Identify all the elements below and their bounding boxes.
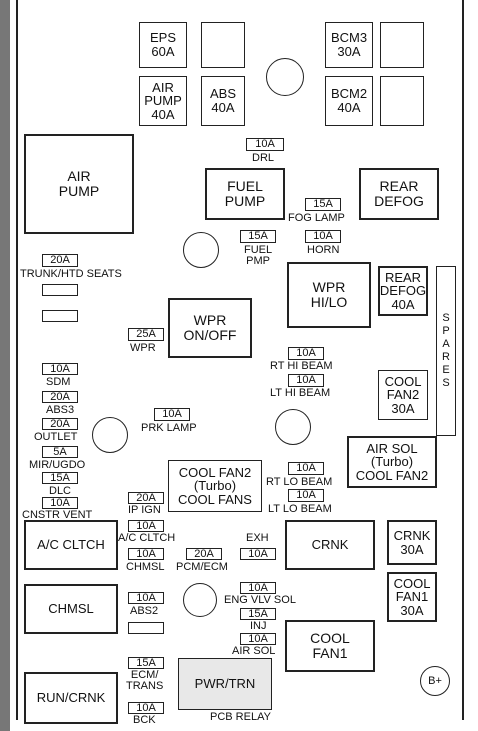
blank-fuse [128,622,164,634]
abs3-label: ABS3 [46,404,75,416]
pcb-relay-label: PCB RELAY [210,711,271,723]
air-sol-label: AIR SOL [232,645,276,657]
inj-label: INJ [250,620,267,632]
abs3-fuse: 20A [42,391,78,403]
air-sol-turbo-relay: AIR SOL (Turbo) COOL FAN2 [347,436,437,488]
blank-slot [201,22,245,68]
mir-ugdo-fuse: 5A [42,446,78,458]
exh-fuse: 10A [240,548,276,560]
chmsl-relay: CHMSL [24,584,118,634]
dlc-fuse: 15A [42,472,78,484]
abs2-fuse: 10A [128,592,164,604]
hole [183,583,217,617]
dlc-label: DLC [49,485,72,497]
chmsl-label: CHMSL [126,561,165,573]
cool-fan2-turbo-relay: COOL FAN2 (Turbo) COOL FANS [168,460,262,512]
pcm-ecm-fuse: 20A [186,548,222,560]
outlet-label: OUTLET [34,431,78,443]
hole [275,409,311,445]
blank-fuse [42,284,78,296]
wpr-hilo-relay: WPR HI/LO [287,262,371,328]
blank-slot [380,22,424,68]
air-pump-relay: AIR PUMP [24,134,134,234]
drl-label: DRL [252,152,275,164]
cool-fan2-fuse: COOL FAN2 30A [378,370,428,420]
horn-fuse: 10A [305,230,341,243]
fog-lamp-fuse: 15A [305,198,341,211]
outlet-fuse: 20A [42,418,78,430]
trunk-fuse: 20A [42,254,78,267]
sdm-fuse: 10A [42,363,78,375]
cnstr-vent-label: CNSTR VENT [22,509,93,521]
ip-ign-label: IP IGN [128,504,161,516]
horn-label: HORN [307,244,340,256]
pwr-trn-relay: PWR/TRN [178,658,272,710]
exh-label: EXH [246,532,269,544]
run-crnk-relay: RUN/CRNK [24,672,118,724]
eng-vlv-sol-label: ENG VLV SOL [224,594,296,606]
battery-positive-terminal: B+ [420,666,450,696]
mir-ugdo-label: MIR/UGDO [29,459,86,471]
hole [92,417,128,453]
fuel-pump-relay: FUEL PUMP [205,168,285,220]
lt-hi-beam-fuse: 10A [288,374,324,387]
hole [183,232,219,268]
eps-fuse: EPS 60A [139,22,187,68]
cnstr-vent-fuse: 10A [42,497,78,509]
rt-hi-beam-label: RT HI BEAM [270,360,333,372]
cool-fan1-fuse: COOL FAN1 30A [387,572,437,622]
left-edge-bar [0,0,10,731]
pcm-ecm-label: PCM/ECM [176,561,228,573]
fuel-pmp-label: FUEL PMP [244,244,273,267]
rt-hi-beam-fuse: 10A [288,347,324,360]
rt-lo-beam-label: RT LO BEAM [266,476,333,488]
blank-fuse [42,310,78,322]
air-sol-fuse: 10A [240,633,276,645]
abs2-label: ABS2 [130,605,159,617]
ac-cltch-fuse: 10A [128,520,164,532]
spares-strip: SPARES [436,266,456,436]
hole [266,58,304,96]
bcm3-fuse: BCM3 30A [325,22,373,68]
crnk-fuse: CRNK 30A [387,520,437,565]
prk-lamp-label: PRK LAMP [141,422,197,434]
chmsl-fuse: 10A [128,548,164,560]
eng-vlv-sol-fuse: 10A [240,582,276,594]
inj-fuse: 15A [240,608,276,620]
ecm-trans-fuse: 15A [128,657,164,669]
rear-defog-fuse: REAR DEFOG 40A [378,266,428,316]
trunk-label: TRUNK/HTD SEATS [20,268,122,280]
air-pump-fuse: AIR PUMP 40A [139,76,187,126]
rt-lo-beam-fuse: 10A [288,462,324,475]
prk-lamp-fuse: 10A [154,408,190,421]
lt-hi-beam-label: LT HI BEAM [270,387,331,399]
crnk-relay: CRNK [285,520,375,570]
blank-slot [380,76,424,126]
bck-fuse: 10A [128,702,164,714]
lt-lo-beam-label: LT LO BEAM [268,503,332,515]
wpr-fuse: 25A [128,328,164,341]
ecm-trans-label: ECM/ TRANS [126,669,164,692]
ip-ign-fuse: 20A [128,492,164,504]
abs-fuse: ABS 40A [201,76,245,126]
drl-fuse: 10A [246,138,284,151]
ac-clutch-relay: A/C CLTCH [24,520,118,570]
rear-defog-relay: REAR DEFOG [359,168,439,220]
wpr-label: WPR [130,342,156,354]
bcm2-fuse: BCM2 40A [325,76,373,126]
fuse-panel-frame [16,0,464,720]
ac-cltch-label: A/C CLTCH [118,532,176,544]
bck-label: BCK [133,714,156,726]
wpr-onoff-relay: WPR ON/OFF [168,298,252,358]
spares-label: SPARES [440,312,452,390]
sdm-label: SDM [46,376,71,388]
fuel-pmp-fuse: 15A [240,230,276,243]
lt-lo-beam-fuse: 10A [288,489,324,502]
cool-fan1-relay: COOL FAN1 [285,620,375,672]
fog-lamp-label: FOG LAMP [288,212,345,224]
